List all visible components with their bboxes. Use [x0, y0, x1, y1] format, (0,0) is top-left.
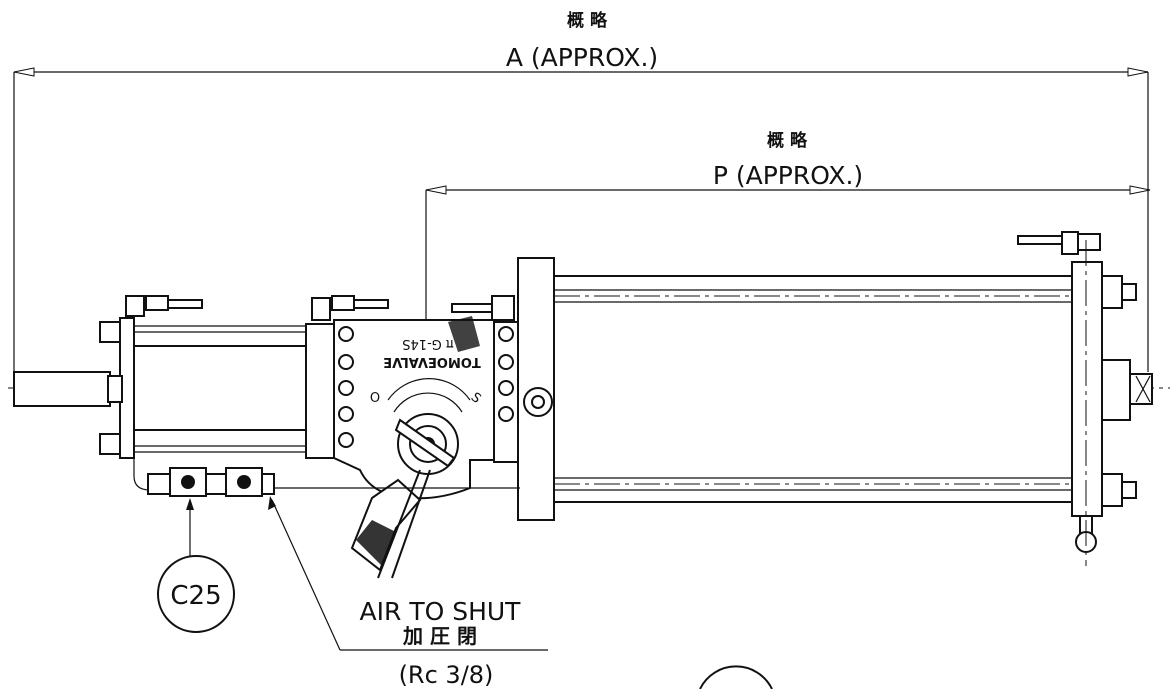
right-nut-top: [1101, 275, 1123, 309]
air-tube-mid: [353, 299, 389, 309]
air-tube-right: [451, 303, 493, 313]
partial-callout-balloon: [699, 665, 773, 689]
manifold-pipe: [133, 458, 151, 491]
right-nut-bottom: [1101, 473, 1123, 507]
air-fitting-top-right-nut: [1077, 233, 1101, 251]
positioner-model: π G-14S: [402, 336, 454, 351]
port-block-air: [225, 467, 263, 497]
large-cylinder-right-end-plate: [1071, 261, 1103, 517]
bolt-icon: [498, 406, 514, 422]
adjusting-bolt-cross-2: [1135, 375, 1151, 403]
large-cylinder-body: [553, 275, 1073, 503]
small-cylinder-body: [133, 345, 307, 431]
bolt-icon: [498, 380, 514, 396]
bolt-icon: [498, 354, 514, 370]
manifold-connector: [205, 473, 227, 495]
callout-air-leader: [271, 499, 341, 651]
stem-rod: [13, 371, 111, 407]
callout-port-size: (Rc 3/8): [399, 661, 494, 689]
callout-air-label: AIR TO SHUT: [360, 597, 522, 626]
callout-air-label-jp: 加 圧 閉: [402, 624, 477, 648]
lever-handle: [356, 520, 396, 566]
bolt-icon: [338, 354, 354, 370]
callout-c25-arrow: [186, 498, 194, 510]
manifold-end-cap: [261, 473, 275, 495]
port-air-icon: [237, 475, 251, 489]
air-fitting-top-right: [1061, 231, 1079, 255]
callout-c25: C25: [157, 498, 235, 633]
air-manifold: [133, 458, 520, 497]
position-scale-inner-arc: [393, 392, 463, 413]
air-fitting-left: [125, 295, 145, 317]
port-c25-icon: [181, 475, 195, 489]
air-fitting-mid: [311, 297, 331, 321]
manifold-end-fitting: [147, 473, 171, 495]
vent-port-inner-icon: [531, 395, 545, 409]
bolt-icon: [338, 380, 354, 396]
right-stud-bottom: [1121, 481, 1137, 499]
left-nut-top: [99, 321, 121, 343]
scale-open-mark: O: [370, 391, 380, 406]
large-cylinder: [517, 231, 1153, 566]
indicator-pointer: [394, 418, 456, 468]
air-tube-left: [167, 299, 203, 309]
air-tube-top-right: [1017, 235, 1063, 245]
callout-air-to-shut: AIR TO SHUT 加 圧 閉 (Rc 3/8): [268, 496, 548, 689]
bolt-icon: [338, 432, 354, 448]
dimension-a-arrow-left: [13, 67, 35, 77]
air-fitting-right: [491, 295, 515, 321]
dimension-a: 概 略 A (APPROX.): [13, 10, 1149, 372]
stem-shaft: [13, 371, 123, 407]
yoke-housing: TOMOEVALVE π G-14S O S: [333, 295, 519, 579]
right-stud-top: [1121, 283, 1137, 301]
dimension-a-label-jp: 概 略: [567, 10, 608, 31]
dimension-p-label-jp: 概 略: [767, 130, 808, 151]
air-fitting-left-nut: [145, 295, 169, 311]
dimension-p-arrow-right: [1129, 185, 1151, 195]
small-cylinder: [99, 295, 389, 459]
left-nut-center: [107, 375, 123, 403]
callout-air-arrow: [268, 496, 276, 510]
dimension-p-label: P (APPROX.): [713, 161, 863, 190]
dimension-a-arrow-right: [1127, 67, 1149, 77]
air-fitting-mid-nut: [331, 295, 355, 311]
adjusting-nut: [1101, 359, 1131, 421]
left-nut-bottom: [99, 433, 121, 455]
callout-c25-balloon: [157, 555, 235, 633]
position-scale-arc: [387, 378, 471, 401]
dimension-a-label: A (APPROX.): [506, 43, 658, 72]
callout-c25-label: C25: [170, 581, 221, 611]
positioner-brand: TOMOEVALVE: [383, 354, 480, 369]
dimension-p-arrow-left: [425, 185, 447, 195]
small-cylinder-right-flange: [305, 323, 335, 459]
bolt-icon: [498, 326, 514, 342]
bolt-icon: [338, 406, 354, 422]
feedback-cam: [448, 316, 480, 352]
bolt-icon: [338, 326, 354, 342]
